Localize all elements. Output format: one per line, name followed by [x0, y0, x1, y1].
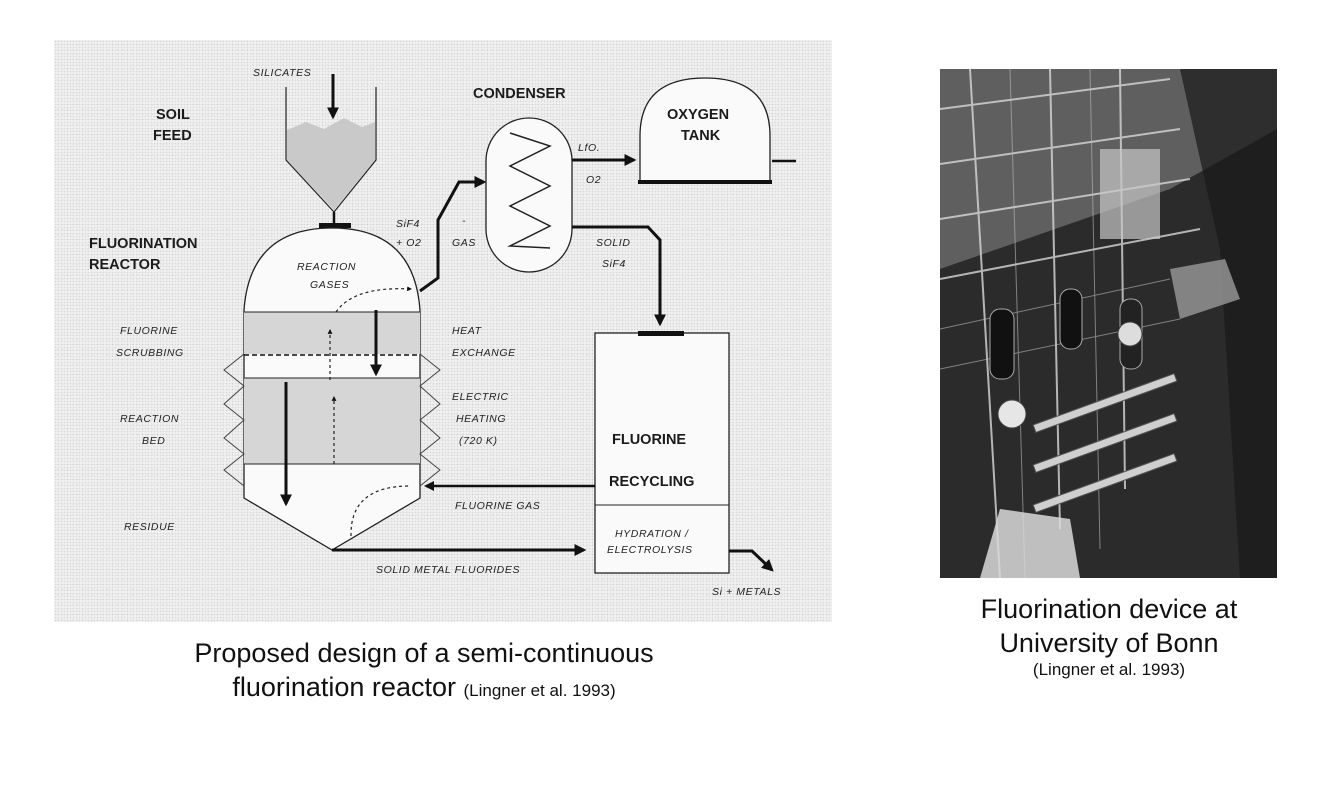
lo2-label: LfO.: [578, 142, 600, 154]
oxygen-tank: [638, 77, 796, 184]
reactor-diagram-svg: SILICATES SOIL FEED CONDENSER OXYGEN TAN…: [89, 67, 796, 598]
fluorine-recycling-label-2: RECYCLING: [609, 474, 694, 490]
solid-sif4-label: SOLID: [596, 237, 631, 249]
condenser-unit: [485, 117, 573, 273]
silicates-label: SILICATES: [253, 67, 311, 79]
condenser-label: CONDENSER: [473, 86, 566, 102]
diagram-caption-line-2: fluorination reactor: [232, 672, 456, 702]
fluorine-recycling-unit: [594, 331, 730, 574]
heat-exchange-label-2: EXCHANGE: [452, 347, 516, 359]
diagram-caption-citation: (Lingner et al. 1993): [463, 681, 616, 700]
o2-label: O2: [586, 174, 601, 186]
hydration-label: HYDRATION /: [615, 528, 689, 540]
diagram-caption: Proposed design of a semi-continuous flu…: [54, 636, 794, 708]
gas-dash-label: -: [462, 215, 466, 227]
electric-heating-label: ELECTRIC: [452, 391, 509, 403]
soil-feed-hopper: [285, 87, 377, 228]
fluorination-reactor-vessel: [223, 227, 441, 551]
residue-label: RESIDUE: [124, 521, 175, 533]
electric-heating-label-2: HEATING: [456, 413, 506, 425]
photo-caption-line-2: University of Bonn: [999, 628, 1219, 658]
reaction-bed-label: REACTION: [120, 413, 179, 425]
solid-sif4-label-2: SiF4: [602, 258, 626, 270]
heat-exchange-label: HEAT: [452, 325, 483, 337]
device-photo-illustration: [940, 69, 1277, 578]
sif4-o2-label-2: + O2: [396, 237, 421, 249]
photo-caption-line-1: Fluorination device at: [980, 594, 1238, 624]
gas-label: GAS: [452, 237, 476, 249]
oxygen-tank-label: OXYGEN: [667, 107, 729, 123]
electric-heating-label-3: (720 K): [459, 435, 498, 447]
reaction-gases-label-2: GASES: [310, 279, 349, 291]
diagram-caption-line-1: Proposed design of a semi-continuous: [194, 638, 654, 668]
fluorine-gas-label: FLUORINE GAS: [455, 500, 540, 512]
soil-feed-label-2: FEED: [153, 128, 192, 144]
solid-metal-fluorides-label: SOLID METAL FLUORIDES: [376, 564, 520, 576]
reactor-diagram: SILICATES SOIL FEED CONDENSER OXYGEN TAN…: [54, 40, 832, 622]
photo-caption-citation: (Lingner et al. 1993): [1032, 660, 1186, 679]
reactor-label: FLUORINATION: [89, 236, 197, 252]
oxygen-tank-label-2: TANK: [681, 128, 721, 144]
electrolysis-label: ELECTROLYSIS: [607, 544, 693, 556]
si-metals-label: Si + METALS: [712, 586, 781, 598]
fluorine-scrubbing-label: FLUORINE: [120, 325, 178, 337]
sif4-o2-label: SiF4: [396, 218, 420, 230]
reactor-label-2: REACTOR: [89, 257, 161, 273]
fluorine-scrubbing-label-2: SCRUBBING: [116, 347, 184, 359]
process-flow-lines: [332, 154, 774, 572]
fluorination-device-photo: [940, 69, 1277, 578]
fluorine-recycling-label: FLUORINE: [612, 432, 686, 448]
reaction-bed-label-2: BED: [142, 435, 165, 447]
soil-feed-label: SOIL: [156, 107, 190, 123]
photo-caption: Fluorination device at University of Bon…: [940, 592, 1278, 680]
reaction-gases-label: REACTION: [297, 261, 356, 273]
